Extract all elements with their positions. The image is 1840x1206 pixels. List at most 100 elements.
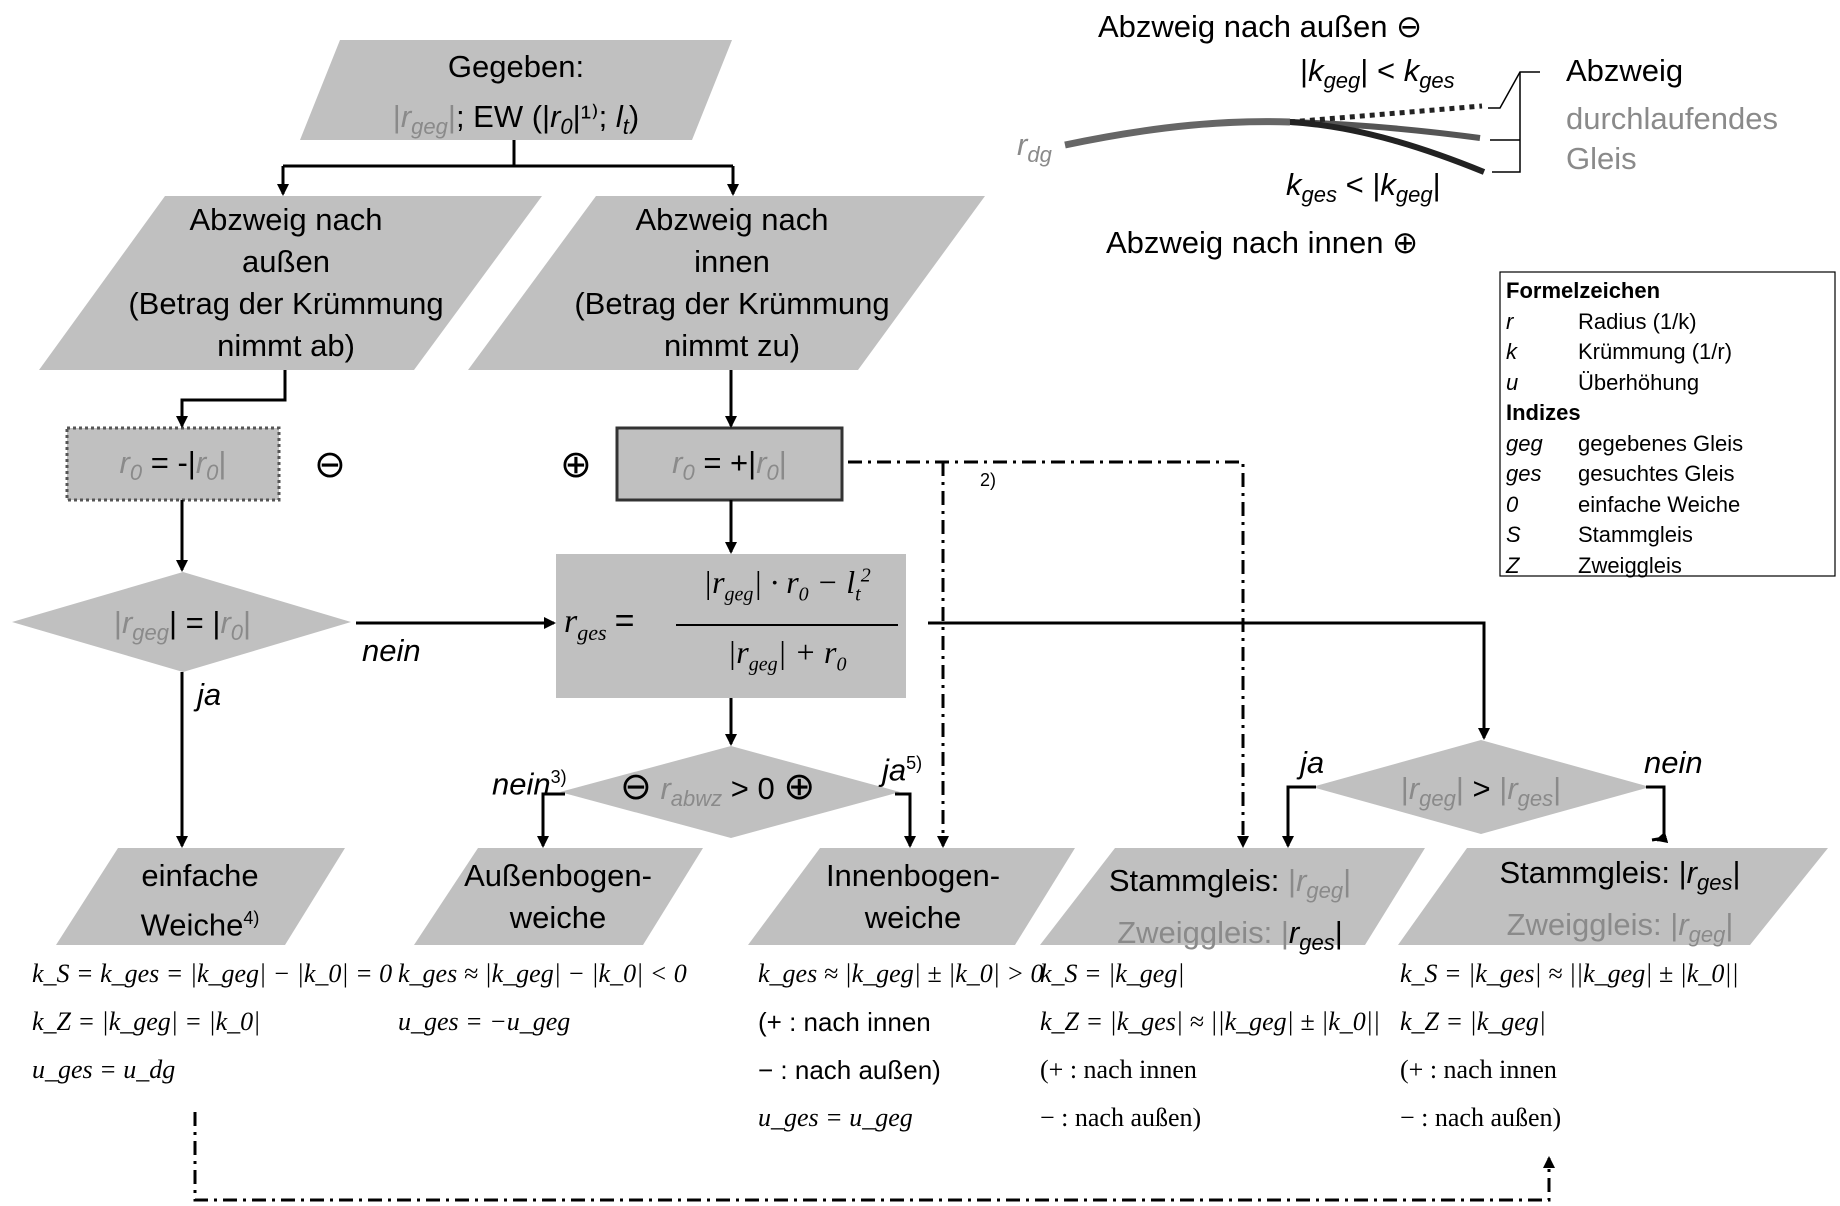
- label-no-equal: nein: [362, 633, 421, 668]
- box-outer-text: Außenbogen- weiche: [430, 855, 686, 939]
- outward-title: Abzweig nach außen ⊖: [1098, 9, 1423, 44]
- through-label-1: durchlaufendes: [1566, 101, 1778, 136]
- branch-out-shape: [39, 196, 542, 370]
- den-r-sub: geg: [748, 653, 778, 676]
- simple-fn: 4): [243, 908, 260, 928]
- box-main-geg-shape: [1040, 848, 1425, 945]
- outer-l2: weiche: [509, 900, 607, 935]
- formulas-main-ges: k_S = |k_ges| ≈ ||k_geg| ± |k_0|| k_Z = …: [1400, 950, 1739, 1142]
- eq-mid: | = |: [169, 605, 221, 640]
- r0-neg-sub: 0: [129, 460, 143, 486]
- plus-sign-icon: ⊕: [560, 444, 592, 486]
- formulas-main-geg: k_S = |k_geg| k_Z = |k_ges| ≈ ||k_geg| ±…: [1040, 950, 1380, 1142]
- gt-r-sub: geg: [1419, 786, 1456, 812]
- r0-pos-text: r0 = +|r0|: [617, 442, 842, 494]
- given-rest: ; EW (|: [455, 99, 551, 134]
- r0-neg-text: r0 = -|r0|: [67, 442, 279, 494]
- cond-op2: <: [1345, 167, 1364, 202]
- num-sq: 2: [860, 564, 871, 587]
- formula-line: k_S = |k_geg|: [1040, 959, 1185, 988]
- r0-neg-r: r: [119, 445, 130, 480]
- formula-line: k_Z = |k_ges| ≈ ||k_geg| ± |k_0||: [1040, 1007, 1381, 1036]
- legend-desc: Radius (1/k): [1578, 308, 1697, 334]
- legend-sym: u: [1506, 369, 1519, 395]
- den-plus: + r: [786, 634, 837, 670]
- legend-row: r Radius (1/k): [1506, 307, 1743, 338]
- formula-line: k_S = |k_ges| ≈ ||k_geg| ± |k_0||: [1400, 959, 1739, 988]
- formula-denominator: |rgeg| + r0: [727, 634, 847, 676]
- branch-in-l4: nimmt zu): [663, 328, 801, 363]
- decision-greater-text: |rgeg| > |rges|: [1400, 771, 1562, 812]
- minus-sign-icon: ⊖: [314, 444, 346, 486]
- box-outer-shape: [414, 848, 703, 945]
- legend-desc: gegebenes Gleis: [1578, 430, 1744, 456]
- formula-rges: rges= |rgeg| · r0 − lt2 |rgeg| + r0: [562, 558, 902, 694]
- cond-k3-sub: ges: [1301, 182, 1337, 208]
- cond-k2: k: [1403, 53, 1420, 88]
- formula-line: − : nach außen): [1040, 1103, 1202, 1132]
- connectors: [176, 140, 1669, 848]
- legend-heading-symbols: Formelzeichen: [1506, 278, 1661, 303]
- formula-numerator: |rgeg| · r0 − lt2: [703, 564, 871, 606]
- decision-abwz-shape: [560, 746, 900, 838]
- r0-neg-eq: = -|: [142, 445, 196, 480]
- r0-pos-r: r: [672, 445, 683, 480]
- legend-desc: Überhöhung: [1578, 369, 1700, 395]
- r0-pos-r2: r: [756, 445, 767, 480]
- eq-r-sub: geg: [132, 620, 170, 646]
- abwz-cond: > 0: [722, 771, 775, 806]
- den-r: r: [736, 634, 749, 670]
- box-simple-shape: [56, 848, 345, 945]
- formula-line: u_ges = u_geg: [758, 1103, 913, 1132]
- label-yes-equal: ja: [197, 677, 222, 712]
- branch-in-l1: Abzweig nach: [635, 202, 829, 237]
- main-ges-l2: Zweiggleis:: [1506, 907, 1671, 943]
- num-minus: − l: [808, 564, 856, 600]
- branch-label: Abzweig: [1566, 53, 1684, 88]
- r-dg-sub: dg: [1027, 142, 1052, 168]
- main-ges-r2: r: [1678, 907, 1689, 943]
- simple-l1: einfache: [141, 858, 259, 893]
- eq-r0-sub: 0: [230, 620, 244, 646]
- label-no-greater: nein: [1644, 745, 1703, 780]
- box-main-ges-text: Stammgleis: |rges| Zweiggleis: |rgeg|: [1499, 855, 1741, 948]
- yes-abwz-fn: 5): [906, 753, 923, 773]
- r0-neg-shape: [65, 426, 281, 502]
- legend-desc: Stammgleis: [1578, 522, 1693, 547]
- cond-k4: k: [1380, 167, 1396, 202]
- inward-condition: kges < |kgeg|: [1286, 167, 1441, 208]
- branch-out-l4: nimmt ab): [217, 328, 355, 363]
- legend-desc: einfache Weiche: [1578, 491, 1741, 517]
- r0-neg-r2: r: [195, 445, 207, 480]
- r-dg-label: rdg: [1017, 124, 1052, 176]
- abwz-r-sub: abwz: [670, 786, 723, 812]
- track-sketch: [1064, 71, 1540, 175]
- legend-sym: r: [1506, 308, 1514, 334]
- eq-r: r: [121, 605, 133, 640]
- main-geg-r: r: [1296, 863, 1307, 898]
- main-ges-sub: ges: [1697, 870, 1733, 896]
- den-sub: 0: [836, 653, 847, 676]
- box-inner-shape: [748, 848, 1075, 945]
- decision-equal-shape: [12, 572, 351, 672]
- rges-eq: =: [614, 602, 635, 640]
- box-main-ges-shape: [1398, 848, 1828, 945]
- abwz-r: r: [660, 771, 671, 806]
- inner-l2: weiche: [864, 900, 962, 935]
- formula-line: (+ : nach innen: [1400, 1055, 1557, 1084]
- r0-neg-end: |: [218, 445, 227, 480]
- legend-desc: Krümmung (1/r): [1578, 339, 1733, 364]
- legend-desc: gesuchtes Gleis: [1578, 461, 1735, 486]
- formula-line: (+ : nach innen: [758, 1007, 931, 1037]
- branch-in-text: Abzweig nach innen (Betrag der Krümmung …: [527, 199, 937, 367]
- r0-pos-sub2: 0: [766, 460, 779, 486]
- box-simple-text: einfache Weiche4): [80, 855, 320, 946]
- cond-k4-sub: geg: [1395, 182, 1433, 208]
- abwz-minus-icon: ⊖: [620, 766, 652, 808]
- r0-pos-sub: 0: [682, 460, 695, 486]
- dashdot-connectors: [193, 460, 1555, 1202]
- r-dg: r: [1017, 127, 1028, 162]
